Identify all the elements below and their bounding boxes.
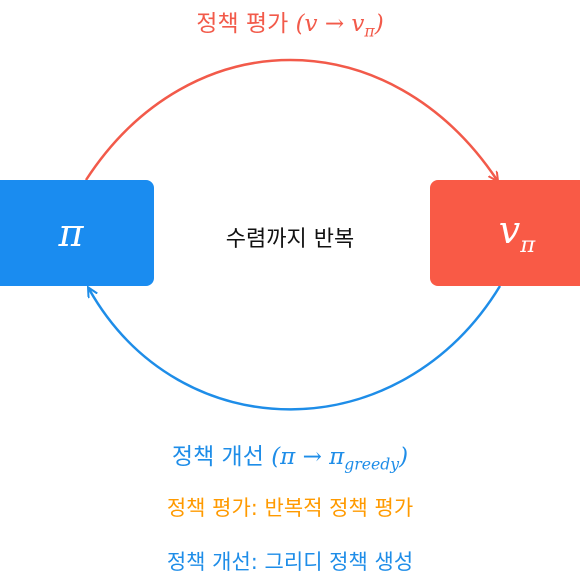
improvement-label-math: (π → π	[271, 444, 345, 470]
policy-symbol: π	[58, 211, 84, 255]
evaluation-label: 정책 평가 (v → vπ)	[0, 4, 580, 40]
evaluation-label-close: )	[374, 11, 384, 37]
footer-improvement-note: 정책 개선: 그리디 정책 생성	[166, 550, 414, 574]
improvement-label: 정책 개선 (π → πgreedy)	[0, 437, 580, 473]
value-box: vπ	[430, 180, 580, 286]
repeat-label: 수렴까지 반복	[225, 227, 355, 252]
improvement-arrow	[89, 286, 502, 411]
improvement-label-close: )	[399, 444, 409, 470]
evaluation-label-math: (v → v	[295, 11, 365, 37]
evaluation-arrow	[84, 58, 497, 180]
footer-evaluation-note: 정책 평가: 반복적 정책 평가	[166, 496, 414, 520]
evaluation-label-text: 정책 평가	[196, 11, 289, 37]
improvement-label-subscript: greedy	[344, 454, 400, 474]
policy-box: π	[0, 180, 154, 286]
improvement-label-text: 정책 개선	[171, 444, 264, 470]
value-symbol-main: v	[498, 207, 521, 252]
value-symbol: vπ	[499, 208, 535, 258]
value-symbol-subscript: π	[520, 232, 536, 259]
evaluation-label-subscript: π	[364, 21, 375, 41]
